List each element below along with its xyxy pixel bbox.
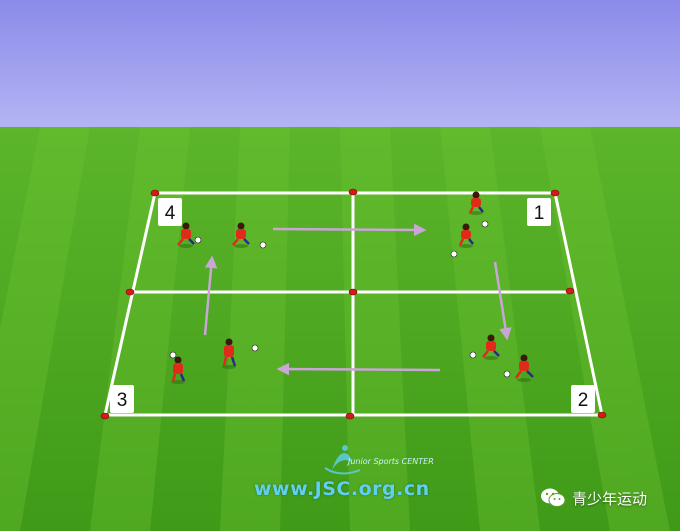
watermark-url: www.JSC.org.cn [254,478,430,500]
player [482,334,500,360]
arrow-up [203,255,218,336]
ball [194,236,202,244]
arrow-right [272,223,427,237]
ball [481,220,489,228]
player [177,222,195,248]
jsc-logo-mark [324,445,361,475]
zone-label-4: 4 [165,203,176,224]
arrow-down [493,261,512,341]
player [514,354,534,382]
player [468,191,484,215]
grass-stripes [0,127,670,531]
zone-label-2: 2 [578,390,589,411]
player [222,338,237,369]
zone-label-3: 3 [117,390,128,411]
ball [169,351,177,359]
cone [100,412,110,420]
zone-labels: 4 1 3 2 [110,198,595,413]
cone [348,288,358,296]
ball [503,370,511,378]
arrow-left [276,362,441,376]
wechat-icon [540,487,566,509]
cone [550,189,560,197]
players [169,191,534,384]
wechat-account-name: 青少年运动 [572,489,648,508]
movement-arrows [203,223,512,376]
cone [565,287,575,295]
cone [348,188,358,196]
sky [0,0,680,128]
ball [251,344,259,352]
player [232,222,250,248]
cone [597,411,607,419]
watermark-logo-text: Junior Sports CENTER [348,457,434,466]
ball [259,241,267,249]
cone [125,288,135,296]
wechat-account: 青少年运动 [540,487,647,509]
cone [345,412,355,420]
player [458,223,474,248]
ball [450,250,458,258]
zone-label-1: 1 [534,203,545,224]
cone [150,189,160,197]
player [171,356,186,384]
ball [469,351,477,359]
cones [100,188,607,420]
